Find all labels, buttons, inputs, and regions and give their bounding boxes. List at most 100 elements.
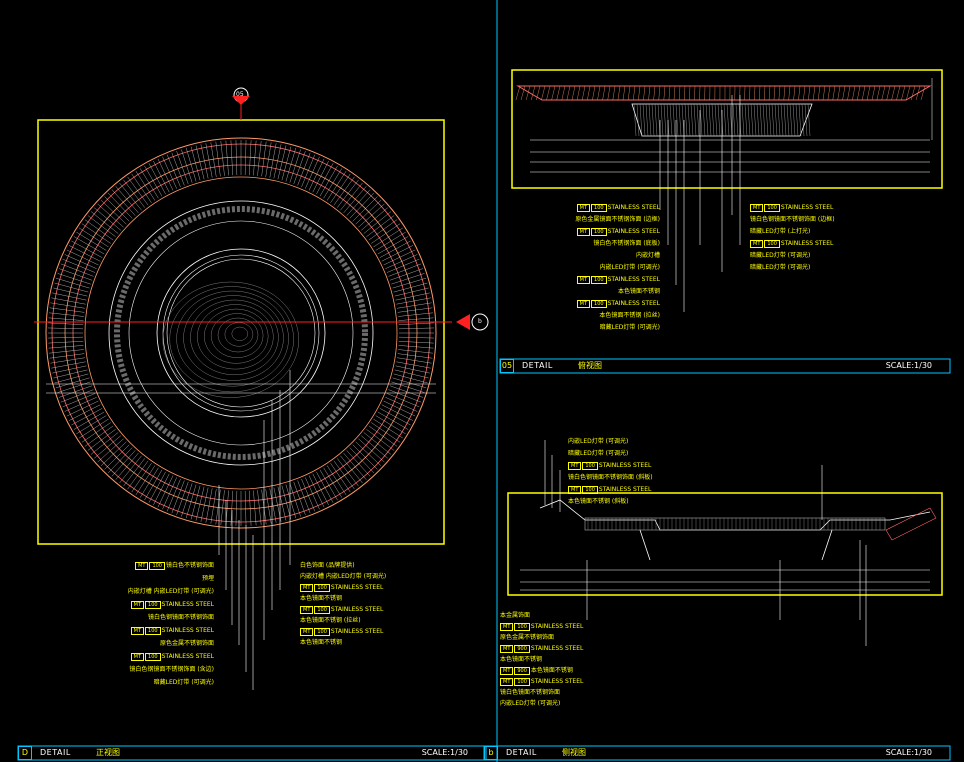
- callout-text: 本金属饰面: [500, 612, 531, 619]
- callout-note: 暗藏LED灯带 (上打光): [750, 228, 810, 235]
- callout-text: 镜白色不锈钢饰面: [165, 562, 214, 569]
- callout-note: 暗藏LED灯带 (可调光): [568, 450, 628, 457]
- material-number: 100: [591, 276, 607, 284]
- callout-text: 镜白色钢镜面不锈钢饰面: [147, 614, 214, 621]
- titlebar-right-bottom: b DETAIL 侧视图 SCALE:1/30: [484, 746, 950, 760]
- callout-text: STAINLESS STEEL: [330, 628, 384, 635]
- view-name: 俯视图: [578, 361, 602, 370]
- detail-number: D: [18, 746, 32, 760]
- callout-text: 白色饰面 (品牌提供): [300, 562, 355, 569]
- callout-text: 暗藏LED灯带 (可调光): [599, 324, 660, 331]
- callout-text: 本色镜面不锈钢: [617, 288, 660, 295]
- callout-text: STAINLESS STEEL: [161, 601, 214, 608]
- titlebar-left: D DETAIL 正视图 SCALE:1/30: [18, 746, 486, 760]
- callout-text: STAINLESS STEEL: [530, 645, 584, 652]
- detail-number: 05: [500, 359, 514, 373]
- titlebar-right-top: 05 DETAIL 俯视图 SCALE:1/30: [500, 359, 950, 373]
- callout-text: 原色金属不锈钢饰面: [500, 634, 555, 641]
- callout-text: 镜白色钢镜面不锈钢饰面 (边框): [750, 216, 835, 223]
- callout-text: 本色镜面不锈钢: [500, 656, 543, 663]
- callout-text: 本色镜面不锈钢: [530, 667, 573, 674]
- callout-text: STAINLESS STEEL: [330, 606, 384, 613]
- callout-note: 本金属饰面: [500, 612, 530, 619]
- callout-text: 本色镜面不锈钢 (斜板): [568, 498, 629, 505]
- callout-note: 内嵌灯槽: [636, 252, 660, 259]
- callout-note: 预埋: [202, 575, 214, 582]
- callout-note: 内嵌灯槽 内嵌LED灯带 (可调光): [128, 588, 214, 595]
- callout-text: 暗藏LED灯带 (可调光): [153, 679, 214, 686]
- plan-view: [34, 100, 452, 690]
- callout-text: STAINLESS STEEL: [161, 653, 214, 660]
- callout-text: STAINLESS STEEL: [607, 228, 660, 235]
- material-tag: MT: [576, 276, 591, 284]
- callout-text: 暗藏LED灯带 (可调光): [568, 450, 629, 457]
- callout-text: STAINLESS STEEL: [607, 204, 660, 211]
- material-tag: MT: [576, 228, 591, 236]
- panel-frames: [17, 0, 951, 762]
- material-number: 100: [314, 628, 330, 636]
- callout-text: STAINLESS STEEL: [598, 486, 652, 493]
- material-tag: MT: [500, 678, 514, 686]
- detail-label: DETAIL: [522, 361, 553, 370]
- callout-note: 镜白色钢镜面不锈钢饰面 (边框): [750, 216, 835, 223]
- material-tag: MT: [130, 601, 145, 609]
- callout-note: 内嵌灯槽 内嵌LED灯带 (可调光): [300, 573, 386, 580]
- material-tag: MT: [300, 628, 314, 636]
- callout-text: 镜白色镜面不锈钢饰面: [500, 689, 561, 696]
- material-tag: MT: [130, 653, 145, 661]
- callout-note: 本色镜面不锈钢 (斜板): [568, 498, 629, 505]
- material-tag: MT: [750, 240, 764, 248]
- callout-text: 暗藏LED灯带 (可调光): [750, 264, 811, 271]
- callout-note: 本色镜面不锈钢: [618, 288, 660, 295]
- callout-text: 内嵌LED灯带 (可调光): [599, 264, 660, 271]
- material-number: 100: [514, 678, 530, 686]
- callout-text: 镜白色钢镜面不锈钢饰面 (含边): [129, 666, 214, 673]
- callout-text: 暗藏LED灯带 (上打光): [750, 228, 811, 235]
- callout-note: 原色金属不锈钢饰面: [500, 634, 554, 641]
- material-number: 100: [591, 300, 607, 308]
- callout-text: 本色镜面不锈钢: [300, 639, 343, 646]
- callout-text: STAINLESS STEEL: [780, 240, 834, 247]
- section-marker-right-label: b: [478, 318, 482, 325]
- material-tag: MT: [500, 645, 514, 653]
- callout-note: 白色饰面 (品牌提供): [300, 562, 355, 569]
- callout-text: STAINLESS STEEL: [607, 300, 660, 307]
- callout-text: 内嵌LED灯带 (可调光): [568, 438, 629, 445]
- material-tag: MT: [576, 300, 591, 308]
- callout-text: 内嵌灯槽 内嵌LED灯带 (可调光): [127, 588, 214, 595]
- section-marker-top-label: 05: [236, 91, 244, 98]
- callout-note: 镜白色镜面不锈钢饰面: [500, 689, 560, 696]
- callout-note: 本色镜面不锈钢: [300, 595, 342, 602]
- material-tag: MT: [300, 584, 314, 592]
- material-number: 100: [591, 204, 607, 212]
- callout-text: 镜白色不锈钢饰面 (底板): [593, 240, 660, 247]
- callout-note: 镜白色钢镜面不锈钢饰面 (斜板): [568, 474, 653, 481]
- callout-note: 镜白色钢镜面不锈钢饰面: [148, 614, 214, 621]
- callout-note: 内嵌LED灯带 (可调光): [500, 700, 560, 707]
- callout-text: 预埋: [201, 575, 214, 582]
- material-number: 100: [582, 486, 598, 494]
- callout-text: STAINLESS STEEL: [780, 204, 834, 211]
- material-tag: MT: [568, 462, 582, 470]
- scale-label: SCALE:1/30: [421, 748, 468, 757]
- callout-note: 本色镜面不锈钢 (拉丝): [599, 312, 660, 319]
- material-tag: MT: [135, 562, 149, 570]
- callout-text: STAINLESS STEEL: [330, 584, 384, 591]
